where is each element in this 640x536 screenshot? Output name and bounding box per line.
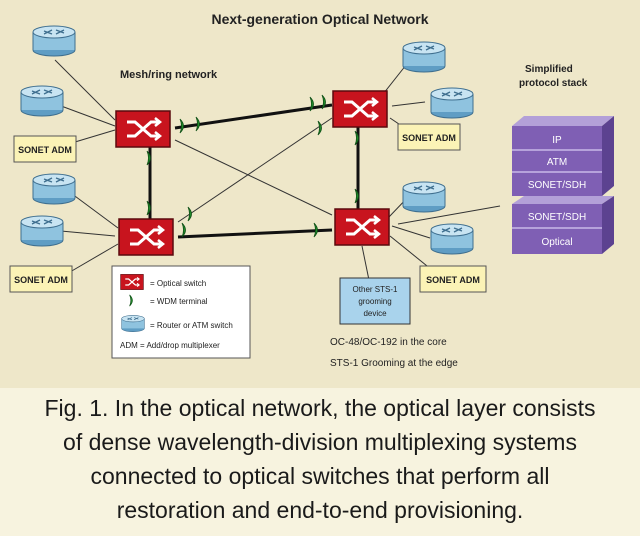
legend-router-label: = Router or ATM switch <box>150 321 233 330</box>
edge-note: STS-1 Grooming at the edge <box>330 358 458 369</box>
legend: = Optical switch = WDM terminal = Router… <box>111 265 251 359</box>
grooming-device: Other STS-1 grooming device <box>339 277 411 325</box>
router-icon <box>32 173 76 205</box>
optical-switch-icon <box>334 208 390 246</box>
adm-box: SONET ADM <box>13 135 77 163</box>
stack-layer-ip: IP <box>552 135 562 146</box>
figure-caption: Fig. 1. In the optical network, the opti… <box>0 388 640 536</box>
router-icon <box>402 181 446 213</box>
caption-line-3: connected to optical switches that perfo… <box>90 463 550 489</box>
stack-connector <box>397 205 501 225</box>
wdm-terminal-icon <box>187 206 192 222</box>
stack-layer-sonet-lower: SONET/SDH <box>528 212 586 223</box>
router-icon <box>402 41 446 73</box>
caption-line-4: restoration and end-to-end provisioning. <box>116 497 524 523</box>
wdm-terminal-icon <box>317 120 322 136</box>
adm-box: SONET ADM <box>397 123 461 151</box>
protocol-stack-lower: SONET/SDH Optical <box>512 196 614 254</box>
caption-line-1: Fig. 1. In the optical network, the opti… <box>44 395 596 421</box>
adm-label: SONET ADM <box>18 145 72 155</box>
adm-box: SONET ADM <box>9 265 73 293</box>
protocol-stack-upper: IP ATM SONET/SDH <box>512 116 614 196</box>
router-icon <box>20 215 64 247</box>
core-note: OC-48/OC-192 in the core <box>330 337 447 348</box>
router-icon <box>430 87 474 119</box>
adm-box: SONET ADM <box>419 265 487 293</box>
optical-switch-icon <box>115 110 171 148</box>
router-icon <box>430 223 474 255</box>
network-diagram: Next-generation Optical Network Mesh/rin… <box>0 0 640 388</box>
legend-wdm-label: = WDM terminal <box>150 297 208 306</box>
adm-label: SONET ADM <box>402 133 456 143</box>
grooming-device-line2: grooming <box>358 297 391 306</box>
legend-switch-label: = Optical switch <box>150 279 206 288</box>
optical-switch-icon <box>332 90 388 128</box>
optical-switch-icon <box>118 218 174 256</box>
diagram-canvas: Next-generation Optical Network Mesh/rin… <box>9 11 614 369</box>
legend-switch-icon <box>120 274 144 290</box>
mesh-network-label: Mesh/ring network <box>120 69 218 81</box>
cross-links <box>174 117 333 223</box>
router-icon <box>20 85 64 117</box>
wdm-terminal-icon <box>181 222 186 238</box>
stack-layer-atm: ATM <box>547 157 567 168</box>
stack-layer-sonet-upper: SONET/SDH <box>528 180 586 191</box>
stack-layer-optical: Optical <box>541 237 572 248</box>
grooming-device-line3: device <box>363 309 387 318</box>
legend-router-icon <box>121 315 145 333</box>
adm-label: SONET ADM <box>426 275 480 285</box>
caption-line-2: of dense wavelength-division multiplexin… <box>63 429 577 455</box>
stack-title-line2: protocol stack <box>519 78 588 89</box>
router-icon <box>32 25 76 57</box>
stack-title-line1: Simplified <box>525 64 573 75</box>
grooming-device-line1: Other STS-1 <box>353 285 398 294</box>
legend-adm-label: ADM = Add/drop multiplexer <box>120 341 220 350</box>
adm-label: SONET ADM <box>14 275 68 285</box>
diagram-title: Next-generation Optical Network <box>211 11 428 27</box>
